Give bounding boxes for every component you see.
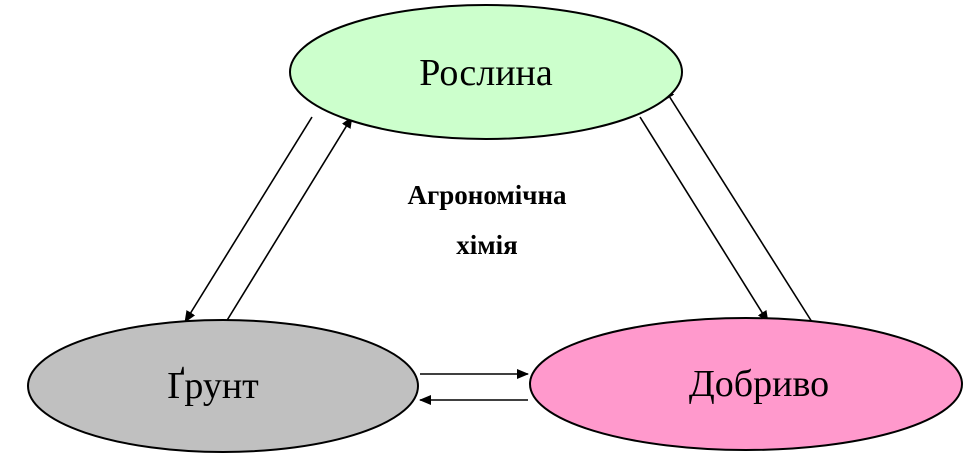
center-label-line2: хімія [456,230,518,260]
node-soil-ellipse [27,319,419,453]
center-label-line1: Агрономічна [408,180,567,210]
node-soil-label: Ґрунт [167,365,259,407]
arrow-soil-to-plant [225,116,353,323]
arrow-fertilizer-to-plant [663,87,813,323]
node-fertilizer: Добриво [529,317,963,451]
node-plant-ellipse [289,4,683,140]
node-plant: Рослина [289,4,683,140]
node-soil: Ґрунт [27,319,419,453]
arrow-plant-to-fertilizer [639,116,769,323]
node-plant-label: Рослина [419,52,553,94]
arrow-plant-to-soil [184,116,313,323]
node-fertilizer-ellipse [529,317,963,451]
node-fertilizer-label: Добриво [689,363,829,405]
